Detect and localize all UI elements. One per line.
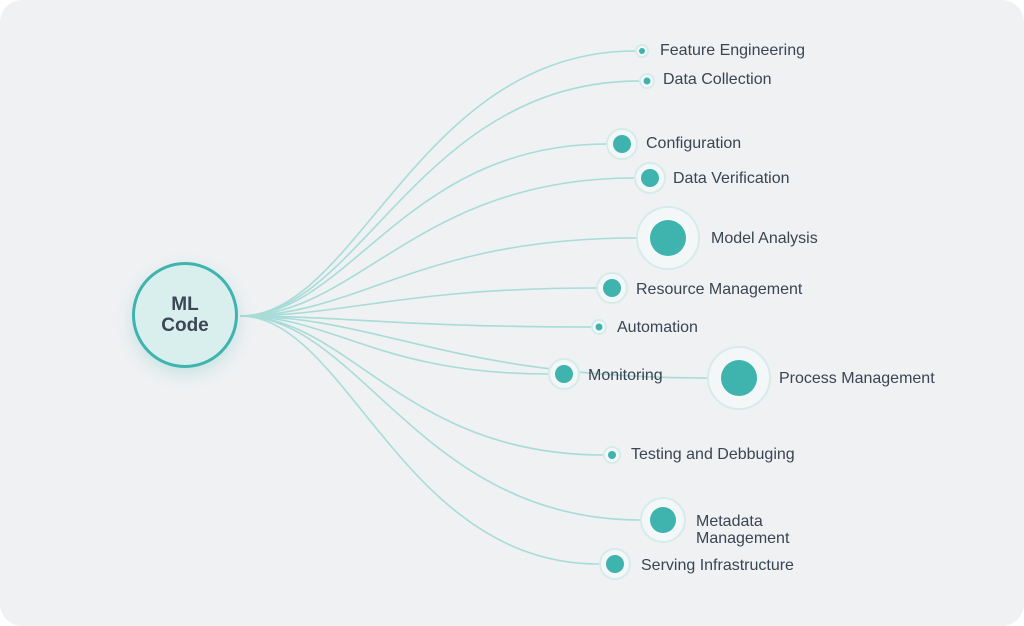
node-dot xyxy=(606,555,624,573)
label-resource-management: Resource Management xyxy=(636,281,803,298)
node-testing-and-debugging xyxy=(603,446,621,464)
node-metadata-management xyxy=(640,497,686,543)
label-data-verification: Data Verification xyxy=(673,170,790,187)
node-dot xyxy=(641,169,659,187)
node-dot xyxy=(721,360,757,396)
node-dot xyxy=(595,323,603,331)
link-automation xyxy=(239,315,592,328)
node-dot xyxy=(650,220,686,256)
node-model-analysis xyxy=(636,206,700,270)
center-node-ml-code: ML Code xyxy=(132,262,238,368)
node-dot xyxy=(650,507,676,533)
link-monitoring xyxy=(239,315,549,375)
label-feature-engineering: Feature Engineering xyxy=(660,42,805,59)
link-resource-management xyxy=(239,287,597,317)
node-dot xyxy=(603,279,621,297)
node-dot xyxy=(555,365,573,383)
node-dot xyxy=(639,48,645,54)
node-process-management xyxy=(707,346,771,410)
node-feature-engineering xyxy=(635,44,649,58)
node-data-collection xyxy=(639,73,655,89)
node-dot xyxy=(608,451,616,459)
node-automation xyxy=(591,319,607,335)
node-configuration xyxy=(606,128,638,160)
label-model-analysis: Model Analysis xyxy=(711,230,818,247)
label-metadata-management: Metadata Management xyxy=(696,513,790,547)
link-process-management xyxy=(239,315,708,379)
link-feature-engineering xyxy=(239,50,636,317)
label-monitoring: Monitoring xyxy=(588,367,663,384)
node-monitoring xyxy=(548,358,580,390)
link-configuration xyxy=(239,143,607,317)
label-configuration: Configuration xyxy=(646,135,742,152)
node-dot xyxy=(613,135,631,153)
node-data-verification xyxy=(634,162,666,194)
node-dot xyxy=(643,77,651,85)
link-data-collection xyxy=(239,80,640,317)
label-process-management: Process Management xyxy=(779,370,935,387)
link-serving-infrastructure xyxy=(239,315,600,565)
node-serving-infrastructure xyxy=(599,548,631,580)
node-resource-management xyxy=(596,272,628,304)
link-testing-and-debugging xyxy=(239,315,604,456)
label-data-collection: Data Collection xyxy=(663,71,772,88)
link-data-verification xyxy=(239,177,635,317)
link-metadata-management xyxy=(239,315,641,521)
center-node-label-line-2: Code xyxy=(161,315,209,336)
link-model-analysis xyxy=(239,237,637,317)
label-testing-and-debugging: Testing and Debbuging xyxy=(631,446,795,463)
center-node-label-line-1: ML xyxy=(171,294,199,315)
label-automation: Automation xyxy=(617,319,698,336)
label-serving-infrastructure: Serving Infrastructure xyxy=(641,557,794,574)
